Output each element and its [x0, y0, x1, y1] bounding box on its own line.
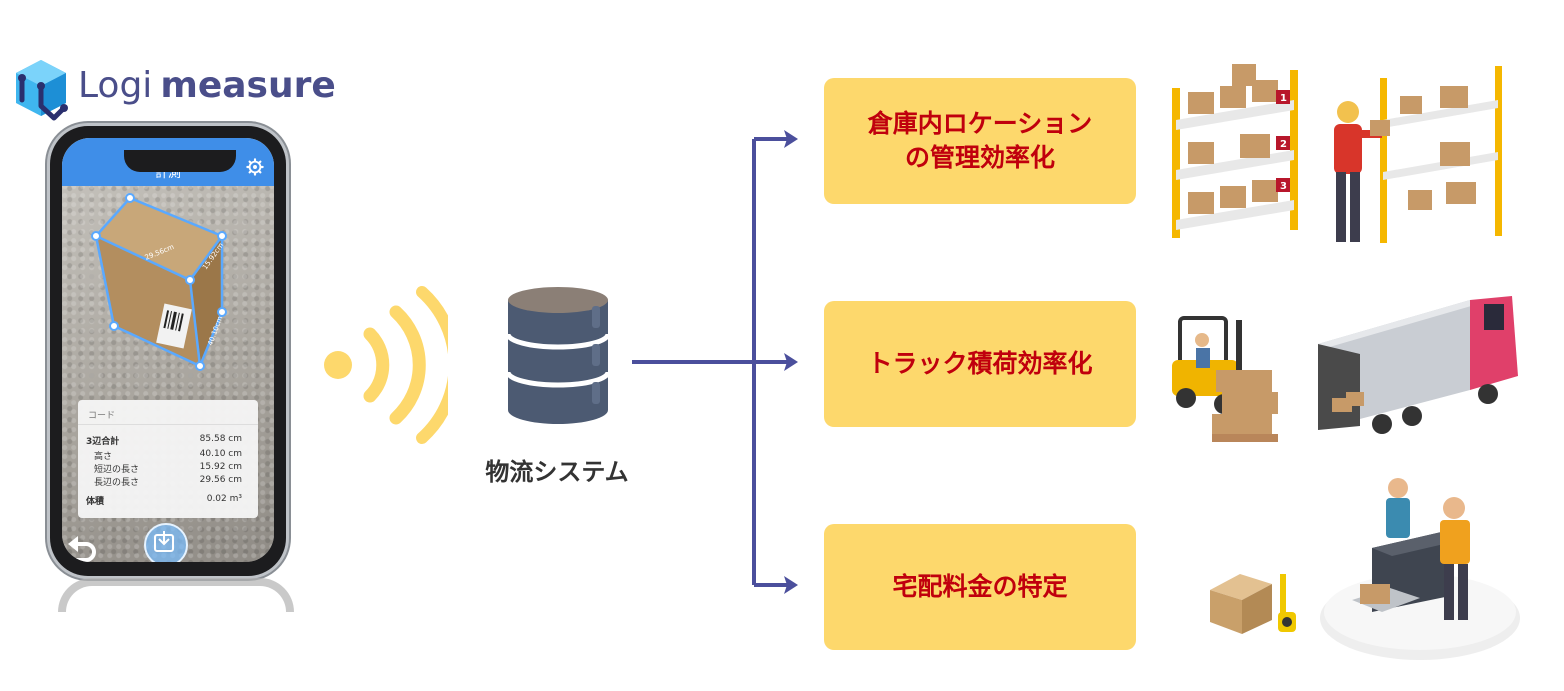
logistics-system-label: 物流システム — [485, 458, 629, 486]
phone-screen: 計測 — [62, 138, 274, 562]
row-label: 長辺の長さ — [94, 478, 140, 488]
row-label: 短辺の長さ — [94, 465, 140, 475]
outcome-warehouse-location: 倉庫内ロケーション の管理効率化 — [824, 78, 1136, 204]
back-arrow-icon[interactable] — [66, 534, 98, 562]
forklift-illustration — [1172, 316, 1278, 442]
outcome-truck-loading: トラック積荷効率化 — [824, 301, 1136, 427]
cube-logo-icon — [16, 60, 68, 121]
row-label: 体積 — [86, 497, 105, 507]
measured-box-ar: 29.56cm 15.92cm 40.10cm — [91, 193, 227, 371]
outcome-line: 宅配料金の特定 — [892, 572, 1068, 602]
gear-icon[interactable] — [246, 158, 264, 176]
row-value: 15.92 cm — [199, 462, 242, 472]
phone-notch — [124, 150, 236, 172]
warehouse-rack-illustration: 1 2 3 — [1172, 64, 1298, 238]
database-icon — [505, 287, 611, 424]
capture-icon — [154, 531, 174, 552]
measurement-card: コード 3辺合計 85.58 cm 高さ 40.10 cm 短辺の長さ 15.9… — [78, 400, 258, 518]
row-sum: 3辺合計 85.58 cm — [78, 434, 258, 447]
row-value: 40.10 cm — [199, 449, 242, 459]
outcome-delivery-fee: 宅配料金の特定 — [824, 524, 1136, 650]
rack-number: 3 — [1280, 181, 1287, 192]
row-label: 高さ — [94, 452, 113, 462]
capture-button[interactable] — [144, 523, 188, 562]
row-short-side: 短辺の長さ 15.92 cm — [78, 462, 258, 475]
row-long-side: 長辺の長さ 29.56 cm — [78, 475, 258, 488]
row-height: 高さ 40.10 cm — [78, 449, 258, 462]
row-label: 3辺合計 — [86, 437, 120, 447]
brand-name-light: Logi — [78, 65, 153, 106]
row-value: 29.56 cm — [199, 475, 242, 485]
parcel-measure-illustration — [1210, 574, 1296, 634]
rack-number: 1 — [1280, 93, 1287, 104]
outcome-line: トラック積荷効率化 — [867, 349, 1093, 379]
card-divider — [78, 424, 258, 425]
phone-body: 計測 — [50, 126, 286, 576]
signal-waves-icon — [324, 286, 448, 444]
row-volume: 体積 0.02 m³ — [78, 494, 258, 507]
row-value: 85.58 cm — [199, 434, 242, 444]
code-label: コード — [88, 411, 116, 421]
truck-illustration — [1318, 296, 1518, 434]
row-value: 0.02 m³ — [206, 494, 242, 504]
brand-name-bold: measure — [160, 65, 336, 106]
warehouse-worker-illustration — [1334, 66, 1502, 243]
phone-mockup: 計測 — [50, 126, 294, 612]
rack-number: 2 — [1280, 139, 1287, 150]
outcome-line: の管理効率化 — [904, 143, 1055, 172]
outcome-line: 倉庫内ロケーション — [867, 109, 1093, 139]
phone-reflection — [58, 578, 294, 612]
delivery-counter-illustration — [1320, 478, 1520, 660]
